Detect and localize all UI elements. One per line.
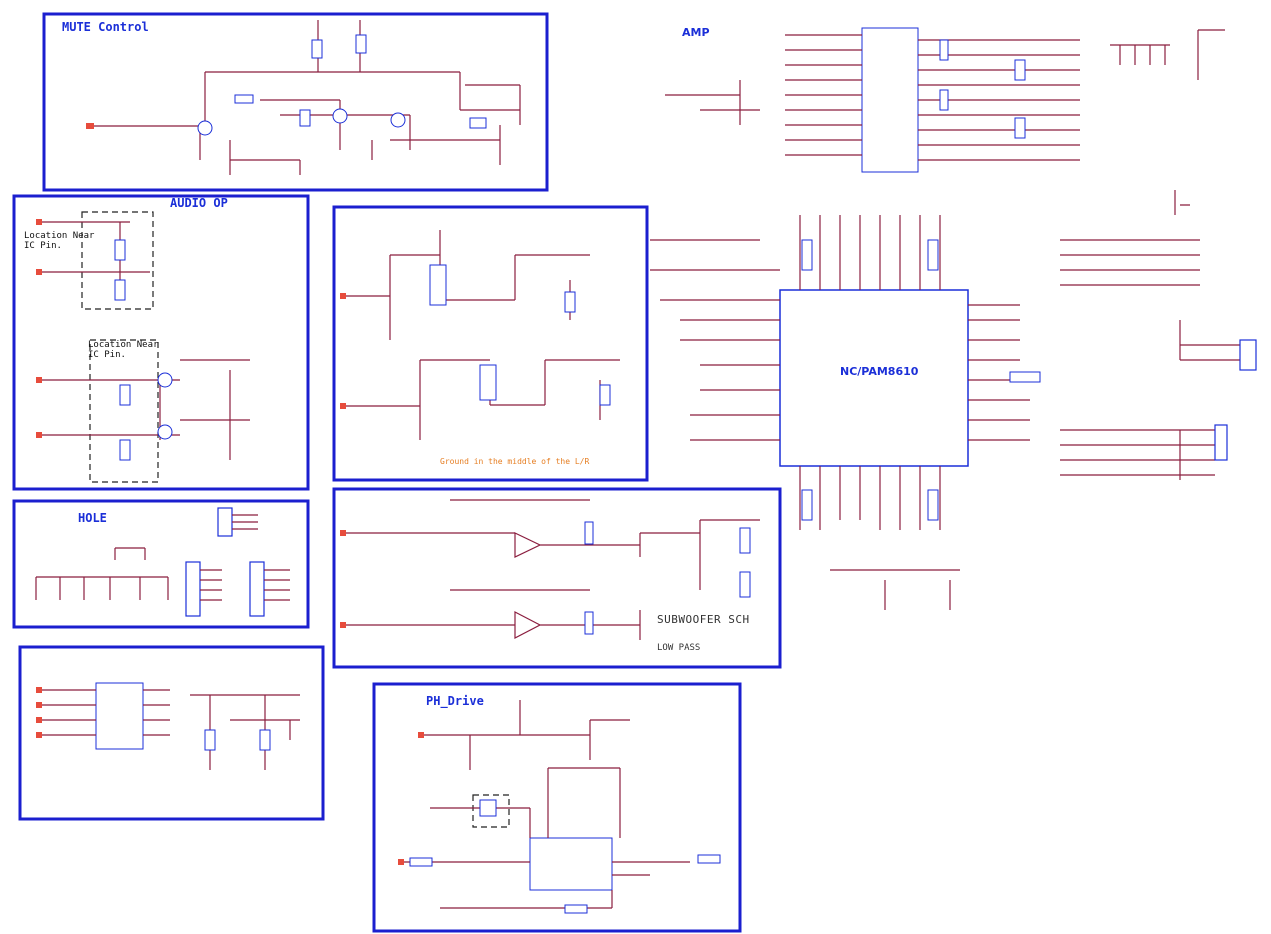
eq-frame bbox=[18, 645, 325, 821]
ph-drive-circuit bbox=[400, 700, 721, 914]
location-near-note-2b: IC Pin. bbox=[88, 350, 126, 360]
lowpass-label: LOW PASS bbox=[657, 643, 700, 653]
subwoofer-label: SUBWOOFER SCH bbox=[657, 613, 750, 626]
audio-op-circuit bbox=[40, 221, 250, 461]
pam8610-chip: NC/PAM8610 bbox=[650, 215, 1041, 610]
ph-drive-ic bbox=[529, 837, 613, 891]
location-near-note-1a: Location Near bbox=[24, 231, 95, 241]
amp-ic-upper bbox=[861, 27, 919, 173]
mute-control-frame bbox=[42, 12, 549, 192]
subwoofer-circuit bbox=[344, 499, 760, 640]
right-connectors bbox=[1060, 190, 1257, 480]
subwoofer-frame bbox=[332, 487, 782, 669]
amp-circuit bbox=[665, 27, 1225, 173]
ph-drive-title: PH_Drive bbox=[426, 694, 484, 709]
ph-drive-frame bbox=[372, 682, 742, 933]
location-near-note-1b: IC Pin. bbox=[24, 241, 62, 251]
audio-op-frame bbox=[12, 194, 310, 491]
hole-frame bbox=[12, 499, 310, 629]
lr-filter-frame bbox=[332, 205, 649, 482]
location-near-note-2a: Location Near bbox=[88, 340, 159, 350]
hole-circuit bbox=[35, 507, 290, 617]
ph-dash-box bbox=[472, 794, 510, 828]
ground-note: Ground in the middle of the L/R bbox=[440, 457, 589, 466]
lr-filter-circuit bbox=[344, 230, 620, 440]
hole-title: HOLE bbox=[78, 511, 107, 525]
location-box-2 bbox=[89, 339, 159, 483]
mute-control-circuit bbox=[86, 20, 521, 175]
amp-title: AMP bbox=[682, 26, 710, 39]
eq-ic bbox=[95, 682, 144, 750]
mute-control-title: MUTE Control bbox=[62, 20, 149, 34]
pin-markers bbox=[36, 219, 424, 865]
eq-circuit bbox=[40, 682, 300, 770]
chip-name: NC/PAM8610 bbox=[840, 365, 919, 378]
location-box-1 bbox=[81, 211, 154, 310]
audio-op-title: AUDIO OP bbox=[170, 196, 228, 210]
